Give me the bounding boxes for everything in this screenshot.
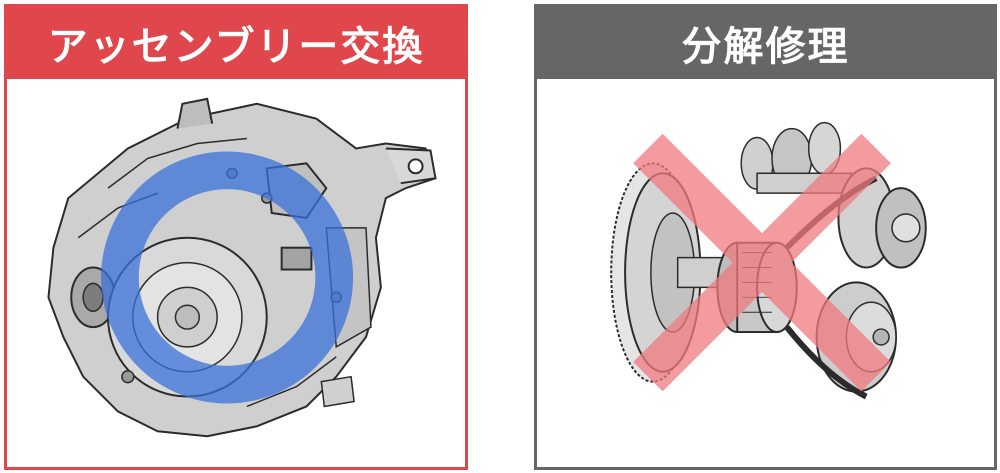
disassembly-repair-body bbox=[537, 79, 994, 467]
assembly-replacement-body bbox=[7, 79, 465, 467]
transmission-assembly-illustration bbox=[47, 97, 437, 438]
cross-mark bbox=[633, 133, 891, 392]
gear-components-illustration bbox=[610, 121, 927, 400]
assembly-replacement-header: アッセンブリー交換 bbox=[7, 7, 465, 79]
disassembly-repair-title: 分解修理 bbox=[681, 24, 850, 70]
assembly-replacement-title: アッセンブリー交換 bbox=[47, 24, 425, 70]
assembly-replacement-panel: アッセンブリー交換 bbox=[4, 4, 468, 470]
disassembly-repair-panel: 分解修理 bbox=[534, 4, 997, 470]
circle-mark bbox=[101, 151, 354, 404]
disassembly-repair-header: 分解修理 bbox=[537, 7, 994, 79]
